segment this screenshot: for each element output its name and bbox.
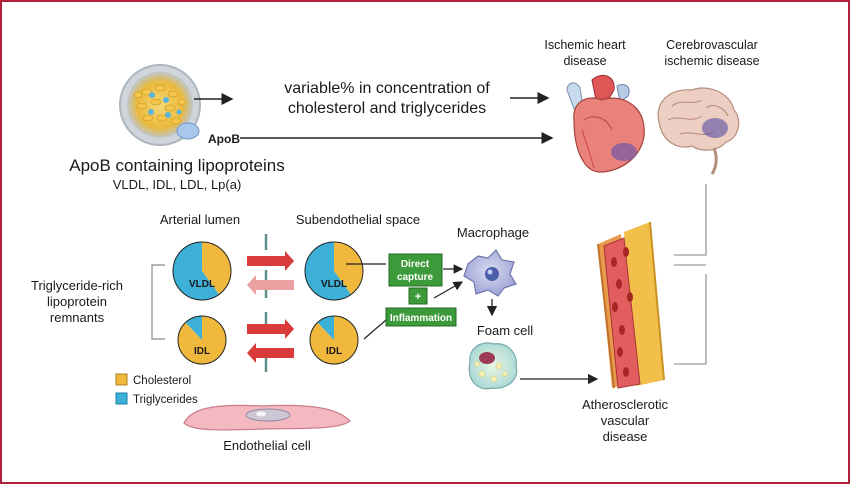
particle-composition-pies: VLDL VLDL IDL IDL [172,241,364,365]
inflammation-box: Inflammation [385,307,457,327]
subendothelial-label: Subendothelial space [296,212,420,227]
vldl-efflux-arrow [247,275,294,295]
concentration-line1: variable% in concentration of [284,80,490,97]
idl-subendothelial-triglyceride-slice [317,316,334,340]
direct-capture-line1: Direct [401,259,430,270]
idl-transfer-arrows [247,319,294,363]
idl-to-inflammation-line [363,319,387,340]
direct-capture-line2: capture [397,272,434,283]
idl-efflux-arrow [247,343,294,363]
macrophage-label: Macrophage [457,225,529,240]
vldl-lumen-triglyceride-slice [173,242,220,300]
brain-disease-line1: Cerebrovascular [666,38,758,52]
vldl-subendothelial-pie-label: VLDL [321,279,347,290]
apob-particle-icon [119,64,201,146]
remnants-line3: remnants [50,310,105,325]
legend-swatch-triglycerides [115,392,128,405]
idl-lumen-pie-label: IDL [194,346,210,357]
brain-disease-line2: ischemic disease [664,54,759,68]
artery-icon [597,221,665,389]
lumen-label: Arterial lumen [160,212,240,227]
legend-label-cholesterol: Cholesterol [133,375,191,387]
vldl-subendothelial-pie-outline [304,241,364,301]
plus-sign: + [415,291,421,303]
vldl-lumen-pie-label: VLDL [189,279,215,290]
vldl-subendothelial-triglyceride-slice [305,242,352,300]
vldl-transfer-arrows [247,251,294,295]
remnants-line2: lipoprotein [47,294,107,309]
apob-subtitle: VLDL, IDL, LDL, Lp(a) [113,177,242,192]
idl-lumen-triglyceride-slice [185,316,202,340]
vldl-influx-arrow [247,251,294,271]
atherosclerosis-line3: disease [603,429,648,444]
idl-lumen-pie-outline [177,315,227,365]
idl-subendothelial-pie-label: IDL [326,346,342,357]
concentration-line2: cholesterol and triglycerides [288,100,486,117]
apob-title: ApoB containing lipoproteins [69,156,284,175]
foam-cell-label: Foam cell [477,323,533,338]
vldl-lumen-pie-outline [172,241,232,301]
inflammation-label: Inflammation [390,313,452,324]
connector-artery-lower [674,274,707,365]
idl-influx-arrow [247,319,294,339]
legend-label-triglycerides: Triglycerides [133,394,198,406]
macrophage-icon [463,249,517,297]
vldl-lumen-cholesterol-slice [202,242,231,295]
inflammation-to-macrophage-arrow [433,281,464,299]
atherosclerosis-line1: Atherosclerotic [582,397,668,412]
foam-cell-icon [468,342,518,390]
endothelial-cell-icon [183,404,351,431]
connector-brain-artery [674,184,707,256]
brain-icon [657,87,740,175]
idl-subendothelial-pie-outline [309,315,359,365]
legend-swatch-cholesterol [115,373,128,386]
remnants-line1: Triglyceride-rich [31,278,123,293]
atherosclerosis-line2: vascular [601,413,650,428]
direct-capture-box: Direct capture [388,253,443,287]
heart-disease-line1: Ischemic heart [544,38,626,52]
vldl-subendothelial-cholesterol-slice [334,242,363,295]
endothelial-cell-label: Endothelial cell [223,438,311,453]
heart-icon [566,74,645,173]
legend: Cholesterol Triglycerides [115,373,198,406]
heart-disease-line2: disease [563,54,606,68]
remnants-bracket [151,264,165,340]
plus-box: + [408,287,428,305]
apob-badge: ApoB [208,132,240,146]
